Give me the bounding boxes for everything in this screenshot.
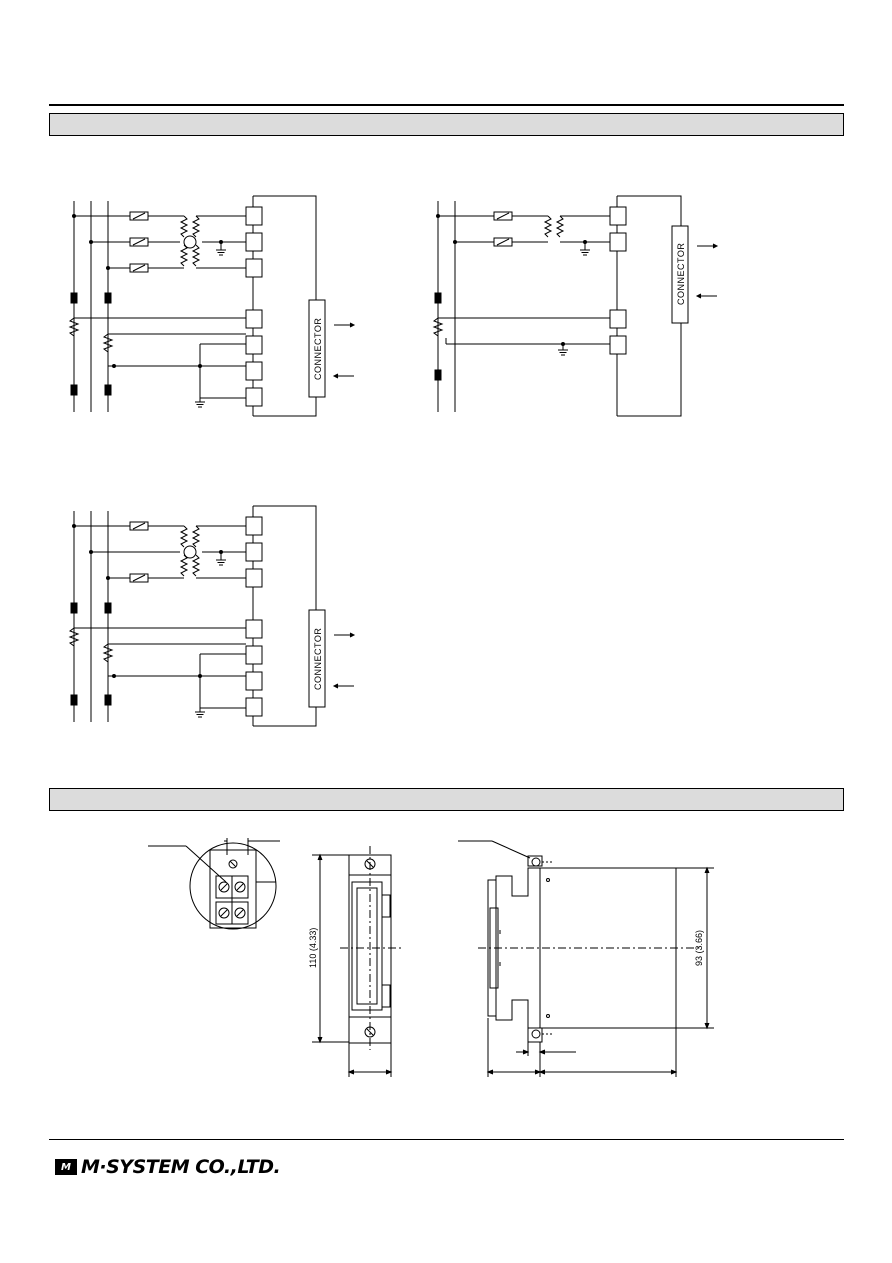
company-name: M·SYSTEM CO.,LTD. (81, 1156, 281, 1178)
side-view (458, 840, 714, 1077)
side-height-dimension: 93 (3.66) (694, 930, 704, 966)
connector-label-3: CONNECTOR (313, 628, 323, 690)
wiring-diagram-1 (68, 195, 355, 417)
top-rule (49, 104, 844, 106)
logo-mark-icon: M (55, 1159, 77, 1175)
connector-label-2: CONNECTOR (676, 243, 686, 305)
terminal-detail-view (148, 838, 280, 930)
section-bar-dimensions (49, 788, 844, 811)
company-logo: M M·SYSTEM CO.,LTD. (55, 1156, 281, 1178)
connector-label-1: CONNECTOR (313, 318, 323, 380)
wiring-diagram-2 (432, 195, 718, 417)
front-height-dimension: 110 (4.33) (308, 928, 318, 968)
front-view (312, 846, 402, 1077)
section-bar-wiring (49, 113, 844, 136)
wiring-diagram-3 (68, 505, 355, 727)
bottom-rule (49, 1139, 844, 1140)
